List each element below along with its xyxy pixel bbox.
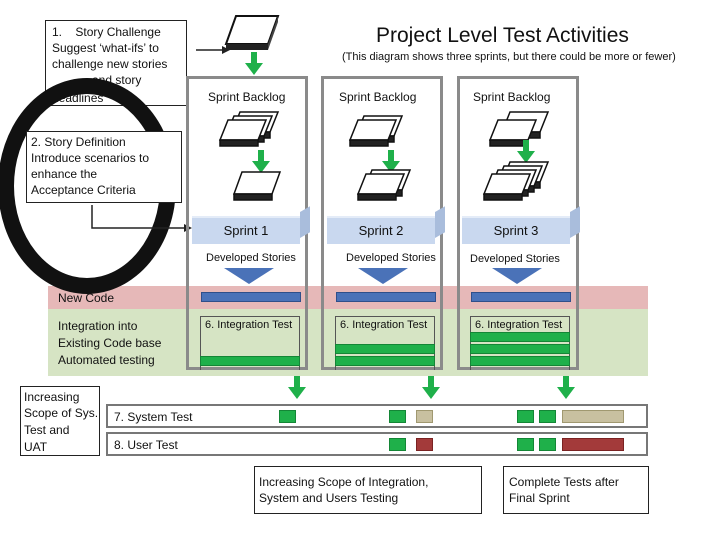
story-card-icon (224, 15, 280, 50)
story-definition-line-2: Introduce scenarios to (31, 151, 150, 165)
sprint-3-down-triangle-icon (492, 268, 542, 284)
sprint-1-integration-test: 6. Integration Test (200, 316, 300, 370)
sprint-2-work-stack-icon (356, 169, 412, 201)
sprint-3-integration-test: 6. Integration Test (470, 316, 570, 370)
story-definition-line-4: Acceptance Criteria (31, 183, 136, 197)
sprint-3-arrow-icon (517, 140, 535, 163)
down-arrow-icon (245, 52, 263, 75)
sprint-1-new-code-bar (201, 292, 301, 302)
system-test-tile-3 (416, 410, 433, 423)
sprint-1-backlog-label: Sprint Backlog (208, 90, 286, 104)
story-challenge-line-2: Suggest ‘what-ifs’ to (52, 41, 159, 55)
sprint-1-bar: Sprint 1 (192, 216, 300, 244)
sprint-2-test-arrow-icon (422, 376, 440, 399)
sprint-2-developed-label: Developed Stories (346, 252, 436, 264)
story-definition-line-1: 2. Story Definition (31, 135, 126, 149)
sprint-3-backlog-stack-icon (488, 111, 550, 147)
sprint-3-integration-bar-3 (470, 356, 570, 366)
page-title: Project Level Test Activities (376, 24, 629, 47)
increasing-scope-line-2: System and Users Testing (259, 491, 399, 505)
system-test-label: 7. System Test (114, 410, 193, 424)
sprint-1-test-arrow-icon (288, 376, 306, 399)
user-test-tile-5 (562, 438, 624, 451)
scope-label-line-3: Test and (24, 423, 70, 437)
sprint-1-backlog-stack-icon (218, 111, 280, 147)
user-test-label: 8. User Test (114, 438, 178, 452)
new-code-label: New Code (58, 291, 115, 305)
user-test-tile-2 (416, 438, 433, 451)
system-test-tile-2 (389, 410, 406, 423)
system-test-row (106, 404, 648, 428)
sprint-2-integration-test: 6. Integration Test (335, 316, 435, 370)
sprint-1-arrow-icon (252, 150, 270, 173)
user-test-tile-3 (517, 438, 534, 451)
sprint-2-integration-bar-2 (335, 356, 435, 366)
sprint-2-backlog-stack-icon (348, 115, 404, 147)
sprint-3-developed-label: Developed Stories (470, 253, 560, 265)
sprint-2-arrow-icon (382, 150, 400, 173)
scope-label-line-4: UAT (24, 440, 48, 454)
sprint-1-work-stack-icon (232, 171, 282, 201)
integration-band-line-3: Automated testing (58, 353, 155, 367)
system-test-tile-6 (562, 410, 624, 423)
complete-tests-note (503, 466, 649, 514)
sprint-3-integration-bar-1 (470, 332, 570, 342)
system-test-tile-5 (539, 410, 556, 423)
scope-label-box (20, 386, 100, 456)
scope-label-line-1: Increasing (24, 390, 80, 404)
sprint-3-test-arrow-icon (557, 376, 575, 399)
sprint-1-developed-label: Developed Stories (206, 252, 296, 264)
user-test-tile-4 (539, 438, 556, 451)
user-test-row (106, 432, 648, 456)
sprint-1-down-triangle-icon (224, 268, 274, 284)
integration-band-line-2: Existing Code base (58, 336, 162, 350)
sprint-2-bar: Sprint 2 (327, 216, 435, 244)
sprint-2-backlog-label: Sprint Backlog (339, 90, 417, 104)
sprint-1-integration-bar (200, 356, 300, 366)
increasing-scope-line-1: Increasing Scope of Integration, (259, 475, 429, 489)
scope-label-line-2: Scope of Sys. (24, 406, 99, 420)
sprint-2-new-code-bar (336, 292, 436, 302)
sprint-2-down-triangle-icon (358, 268, 408, 284)
sprint-3-integration-bar-2 (470, 344, 570, 354)
sprint-3-backlog-label: Sprint Backlog (473, 90, 551, 104)
story-definition-box (26, 131, 182, 203)
increasing-scope-note (254, 466, 482, 514)
story-challenge-line-1: 1. Story Challenge (52, 25, 161, 39)
page-subtitle: (This diagram shows three sprints, but t… (342, 51, 676, 63)
system-test-tile-4 (517, 410, 534, 423)
sprint-3-work-stack-icon (482, 161, 550, 201)
complete-tests-line-1: Complete Tests after (509, 475, 619, 489)
story-definition-line-3: enhance the (31, 167, 98, 181)
system-test-tile-1 (279, 410, 296, 423)
sprint-3-bar: Sprint 3 (462, 216, 570, 244)
sprint-3-new-code-bar (471, 292, 571, 302)
integration-band-line-1: Integration into (58, 319, 138, 333)
complete-tests-line-2: Final Sprint (509, 491, 570, 505)
story-challenge-line-3: challenge new stories (52, 57, 168, 71)
sprint-2-integration-bar-1 (335, 344, 435, 354)
user-test-tile-1 (389, 438, 406, 451)
